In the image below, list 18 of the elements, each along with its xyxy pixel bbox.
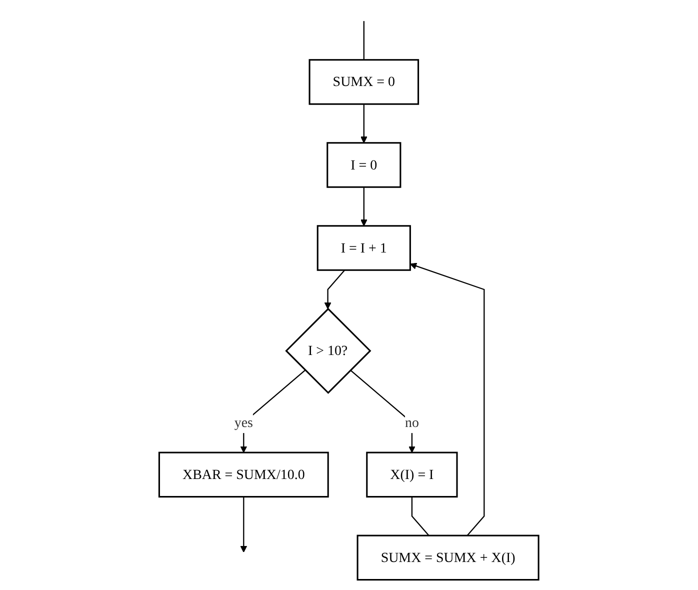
arrow	[240, 370, 306, 453]
node-box: X(I) = I	[366, 452, 458, 498]
arrow	[350, 370, 416, 453]
node-box: XBAR = SUMX/10.0	[158, 452, 329, 498]
arrow	[360, 187, 368, 226]
arrow	[360, 104, 368, 144]
node-box: I = 0	[326, 142, 402, 188]
arrow	[324, 270, 346, 310]
arrow	[410, 262, 485, 536]
node-diamond: I > 10?	[285, 308, 372, 394]
connector	[411, 496, 430, 536]
node-box: SUMX = SUMX + X(I)	[356, 534, 540, 581]
arrow	[240, 496, 248, 553]
node-box: I = I + 1	[316, 225, 412, 271]
edge-label: yes	[234, 414, 254, 430]
connector	[363, 21, 365, 60]
edge-label: no	[405, 414, 420, 430]
node-box: SUMX = 0	[308, 59, 420, 105]
